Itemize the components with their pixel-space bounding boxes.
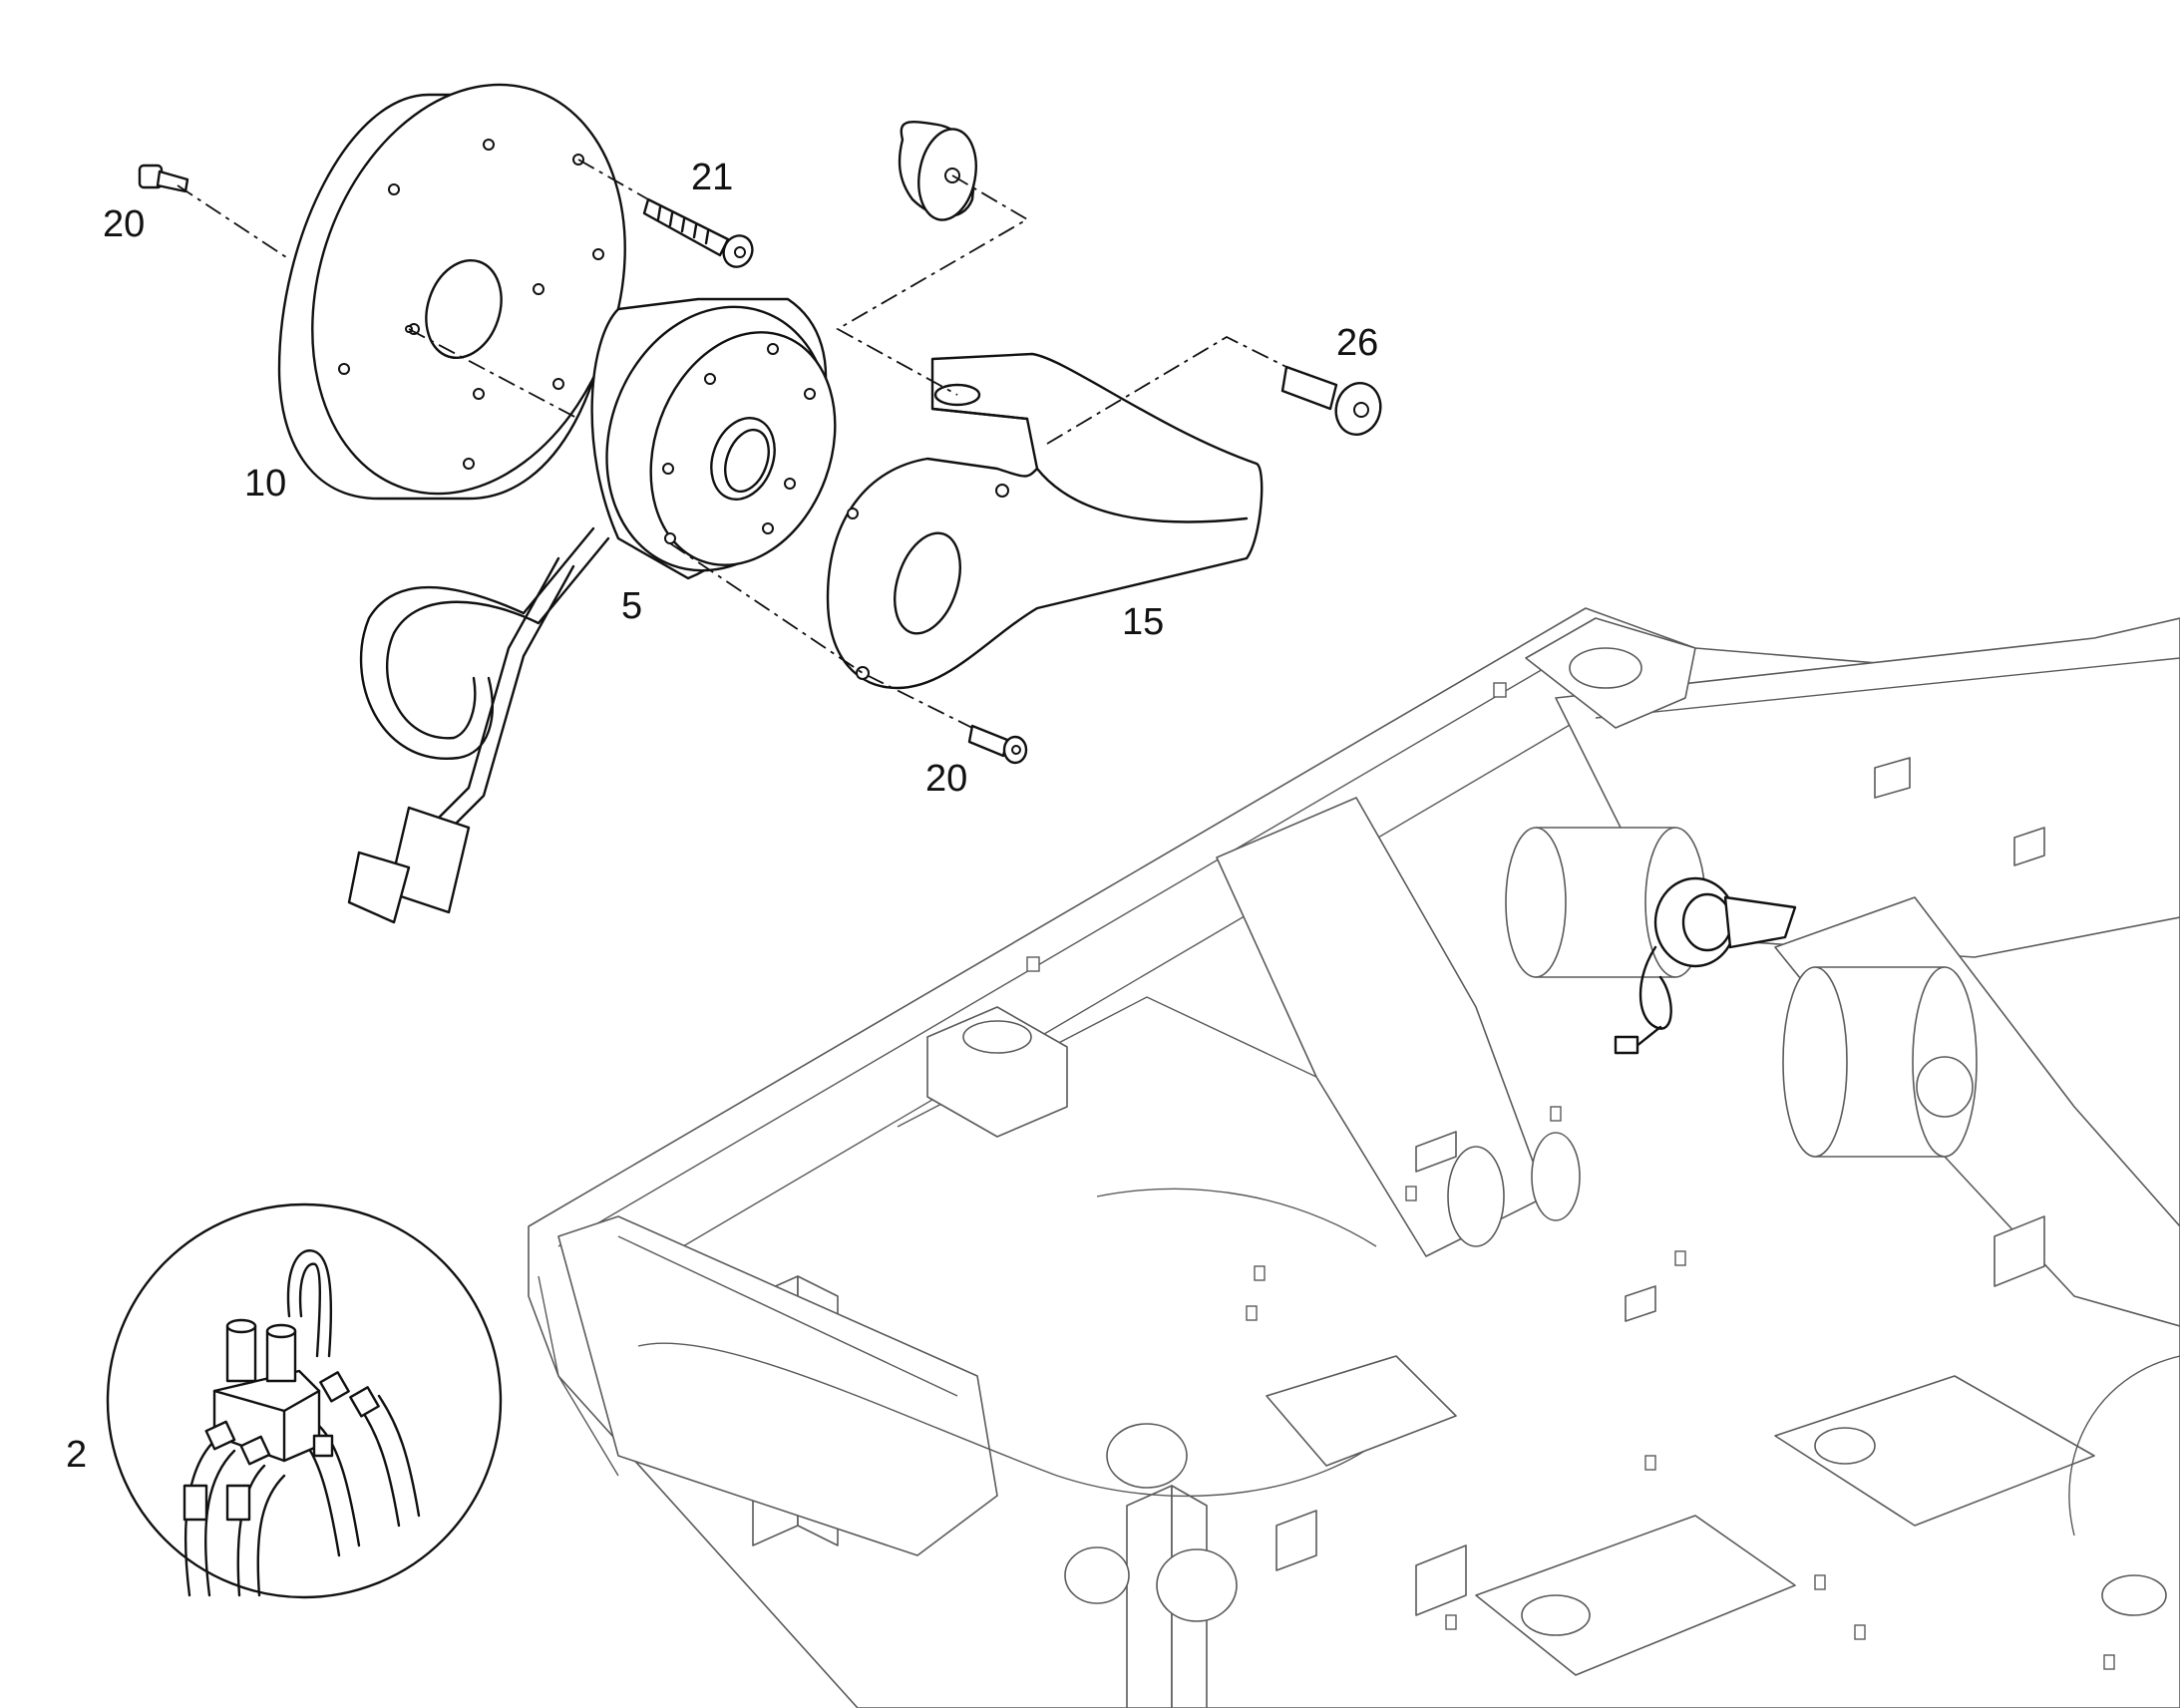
detail-circle-valve-block: [106, 1202, 503, 1599]
assembly-dashed-lines: [177, 159, 1287, 729]
callout-15: 15: [1122, 601, 1164, 643]
part-26-screw: [1280, 365, 1382, 436]
callout-2: 2: [66, 1434, 87, 1476]
callout-5: 5: [621, 585, 642, 627]
part-20-screw-bottom: [967, 724, 1028, 765]
part-15-bracket: [826, 352, 1264, 690]
installed-sensor-assembly: [1614, 876, 1797, 1055]
callout-10: 10: [244, 463, 286, 505]
callout-21: 21: [691, 157, 733, 198]
part-20-screw-top: [138, 164, 189, 193]
machine-frame: [528, 607, 2180, 1708]
part-21-long-screw: [642, 197, 754, 268]
part-10-disc: [277, 83, 626, 501]
rubber-bushing: [898, 121, 977, 221]
callout-20-top: 20: [103, 203, 145, 245]
part-5-encoder: [347, 297, 837, 924]
callout-26: 26: [1336, 322, 1378, 364]
callout-labels: 20 21 26 10 5 15 20 2: [66, 157, 1378, 1476]
callout-20-bottom: 20: [925, 758, 967, 800]
